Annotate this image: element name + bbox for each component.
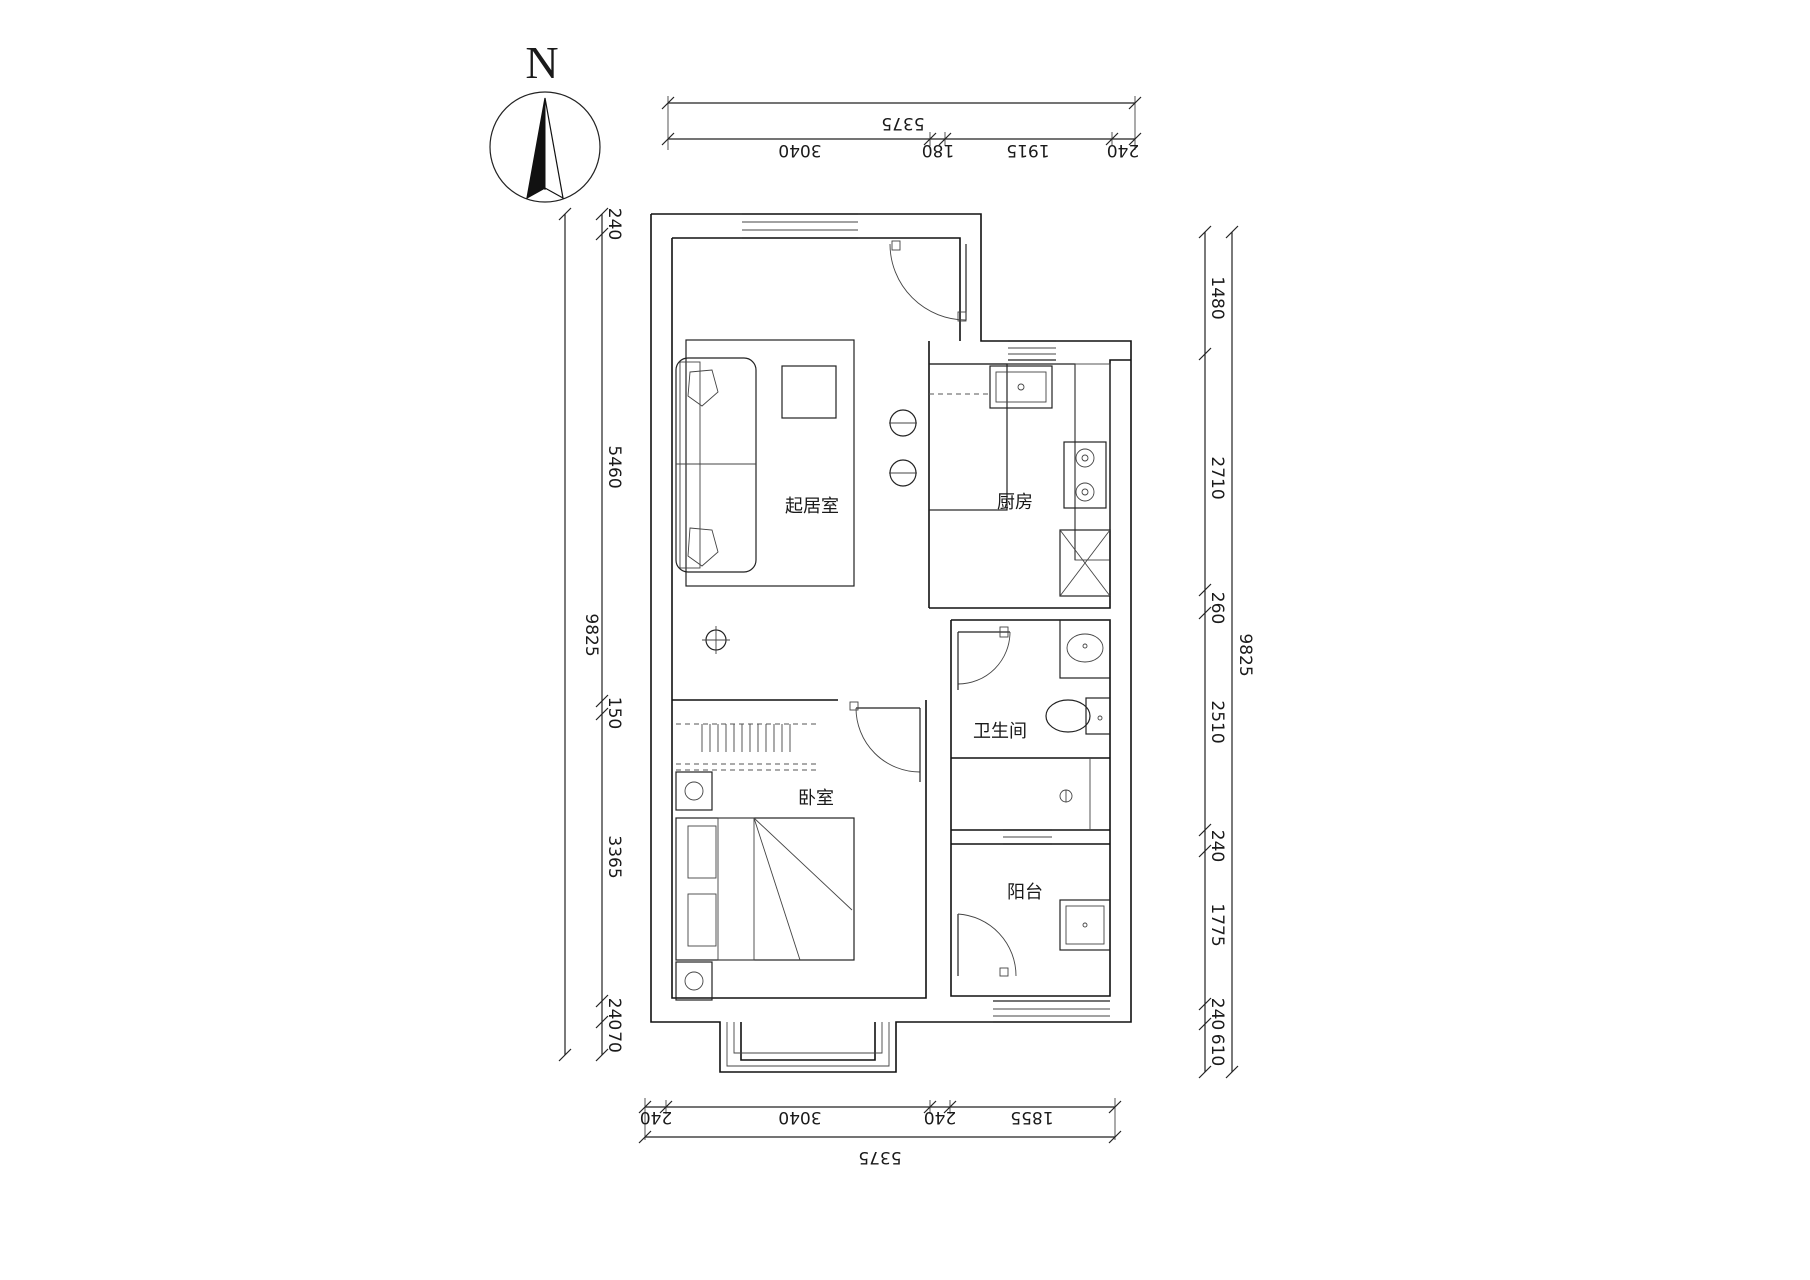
right-dim-8: 610 [1207, 1034, 1227, 1066]
entry-door [889, 240, 967, 322]
right-dim-5: 240 [1207, 830, 1227, 862]
room-label-bedroom: 卧室 [798, 788, 834, 809]
bar-counter [889, 363, 1008, 511]
bottom-dim-3: 240 [924, 1107, 956, 1127]
left-dim-3: 150 [604, 697, 624, 729]
right-dim-1: 1480 [1207, 276, 1227, 319]
balcony-door [957, 913, 1017, 977]
top-total-dim: 5375 [881, 113, 924, 133]
sofa [675, 339, 855, 587]
right-total-dim: 9825 [1235, 633, 1255, 676]
compass-circle [489, 91, 601, 203]
top-dimensions: 5375 3040 180 1915 240 [661, 96, 1142, 160]
balcony-window [993, 1000, 1110, 1023]
kitchen-counter [929, 363, 1111, 561]
wardrobe [676, 723, 820, 771]
left-dim-4: 3365 [604, 835, 624, 878]
doors [849, 240, 1017, 977]
outer-walls [650, 213, 1132, 1073]
bathroom-door [957, 626, 1011, 690]
left-dim-1: 240 [604, 208, 624, 240]
left-total-dim: 9825 [581, 613, 601, 656]
bed [675, 817, 855, 961]
north-arrow-icon [526, 97, 564, 200]
room-label-living: 起居室 [785, 496, 839, 517]
fridge-icon [1059, 529, 1111, 597]
right-dim-6: 1775 [1207, 903, 1227, 946]
shower-icon [1059, 758, 1091, 830]
living-window [742, 213, 858, 239]
coffee-table [781, 365, 837, 419]
bottom-dimensions: 240 3040 240 1855 5375 [638, 1098, 1122, 1167]
nightstand [675, 771, 713, 811]
room-label-kitchen: 厨房 [997, 492, 1033, 513]
room-label-balcony: 阳台 [1007, 882, 1043, 903]
ceiling-light-icon [702, 626, 730, 654]
stove-icon [1063, 441, 1107, 509]
right-dim-2: 2710 [1207, 456, 1227, 499]
compass-label: N [525, 37, 558, 88]
right-dim-7: 240 [1207, 998, 1227, 1030]
left-dim-6: 70 [604, 1031, 624, 1053]
bottom-dim-2: 3040 [778, 1107, 821, 1127]
nightstand [675, 961, 713, 1001]
sink-icon [989, 365, 1053, 409]
left-dim-2: 5460 [604, 445, 624, 488]
right-dimensions: 1480 2710 260 2510 240 1775 240 610 9825 [1198, 225, 1255, 1079]
bottom-dim-1: 240 [640, 1107, 672, 1127]
top-dim-4: 240 [1107, 140, 1139, 160]
compass: N [489, 37, 601, 203]
top-dim-3: 1915 [1006, 140, 1049, 160]
left-dimensions: 9825 240 5460 150 3365 240 70 [558, 207, 624, 1062]
toilet-icon [1045, 697, 1111, 735]
windows [726, 213, 1110, 1067]
bottom-total-dim: 5375 [858, 1147, 901, 1167]
room-label-bathroom: 卫生间 [973, 721, 1027, 742]
bedroom-door [849, 701, 921, 782]
bottom-dim-4: 1855 [1010, 1107, 1053, 1127]
right-dim-4: 2510 [1207, 700, 1227, 743]
top-dim-2: 180 [922, 140, 954, 160]
kitchen-window [1008, 340, 1056, 361]
left-dim-5: 240 [604, 998, 624, 1030]
right-dim-3: 260 [1207, 592, 1227, 624]
bathroom-window [1003, 829, 1052, 845]
top-dim-1: 3040 [778, 140, 821, 160]
laundry-sink-icon [1059, 899, 1111, 951]
bay-window [726, 1022, 890, 1067]
washbasin-icon [1059, 619, 1111, 679]
